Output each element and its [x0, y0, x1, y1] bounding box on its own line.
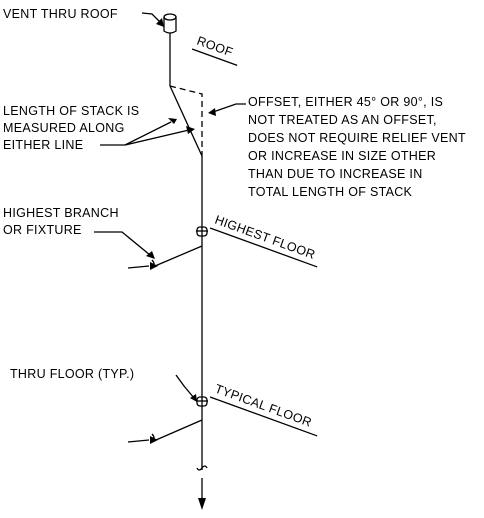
- offset-note-line-4: OR INCREASE IN SIZE OTHER: [248, 149, 436, 163]
- typical-branch: [127, 419, 203, 444]
- down-arrow-icon: [198, 478, 206, 510]
- roof-label: ROOF: [191, 34, 238, 66]
- offset-note-line-1: OFFSET, EITHER 45° OR 90°, IS: [248, 95, 443, 109]
- highest-branch-line-2: OR FIXTURE: [3, 223, 82, 237]
- thru-floor-leader: [175, 374, 197, 402]
- offset-note-line-6: TOTAL LENGTH OF STACK: [248, 185, 413, 199]
- vent-leader: [141, 12, 164, 27]
- highest-branch: [127, 245, 203, 270]
- svg-text:ROOF: ROOF: [195, 34, 235, 60]
- highest-branch-leader: [94, 231, 155, 259]
- length-note-line-1: LENGTH OF STACK IS: [3, 104, 139, 118]
- floor-sleeve-highest: [196, 226, 208, 237]
- stack-offset-line: [169, 85, 203, 157]
- floor-sleeve-typical: [196, 396, 208, 407]
- length-leader: [100, 118, 195, 146]
- offset-note-line-3: DOES NOT REQUIRE RELIEF VENT: [248, 131, 466, 145]
- offset-note-line-5: THAN DUE TO INCREASE IN: [248, 167, 423, 181]
- length-note-line-2: MEASURED ALONG: [3, 121, 125, 135]
- highest-branch-line-1: HIGHEST BRANCH: [3, 206, 119, 220]
- alternate-stack-path: [169, 85, 203, 156]
- offset-leader: [208, 103, 246, 116]
- offset-note-line-2: NOT TREATED AS AN OFFSET,: [248, 113, 437, 127]
- vent-thru-roof-label: VENT THRU ROOF: [3, 7, 118, 21]
- vent-cap: [163, 13, 177, 40]
- highest-floor-label: HIGHEST FLOOR: [209, 213, 318, 268]
- svg-text:TYPICAL FLOOR: TYPICAL FLOOR: [213, 382, 314, 430]
- length-note-line-3: EITHER LINE: [3, 138, 83, 152]
- thru-floor-label: THRU FLOOR (TYP.): [10, 367, 134, 381]
- svg-text:HIGHEST FLOOR: HIGHEST FLOOR: [213, 213, 317, 262]
- typical-floor-label: TYPICAL FLOOR: [209, 382, 318, 437]
- stack-break-mark: [196, 465, 208, 471]
